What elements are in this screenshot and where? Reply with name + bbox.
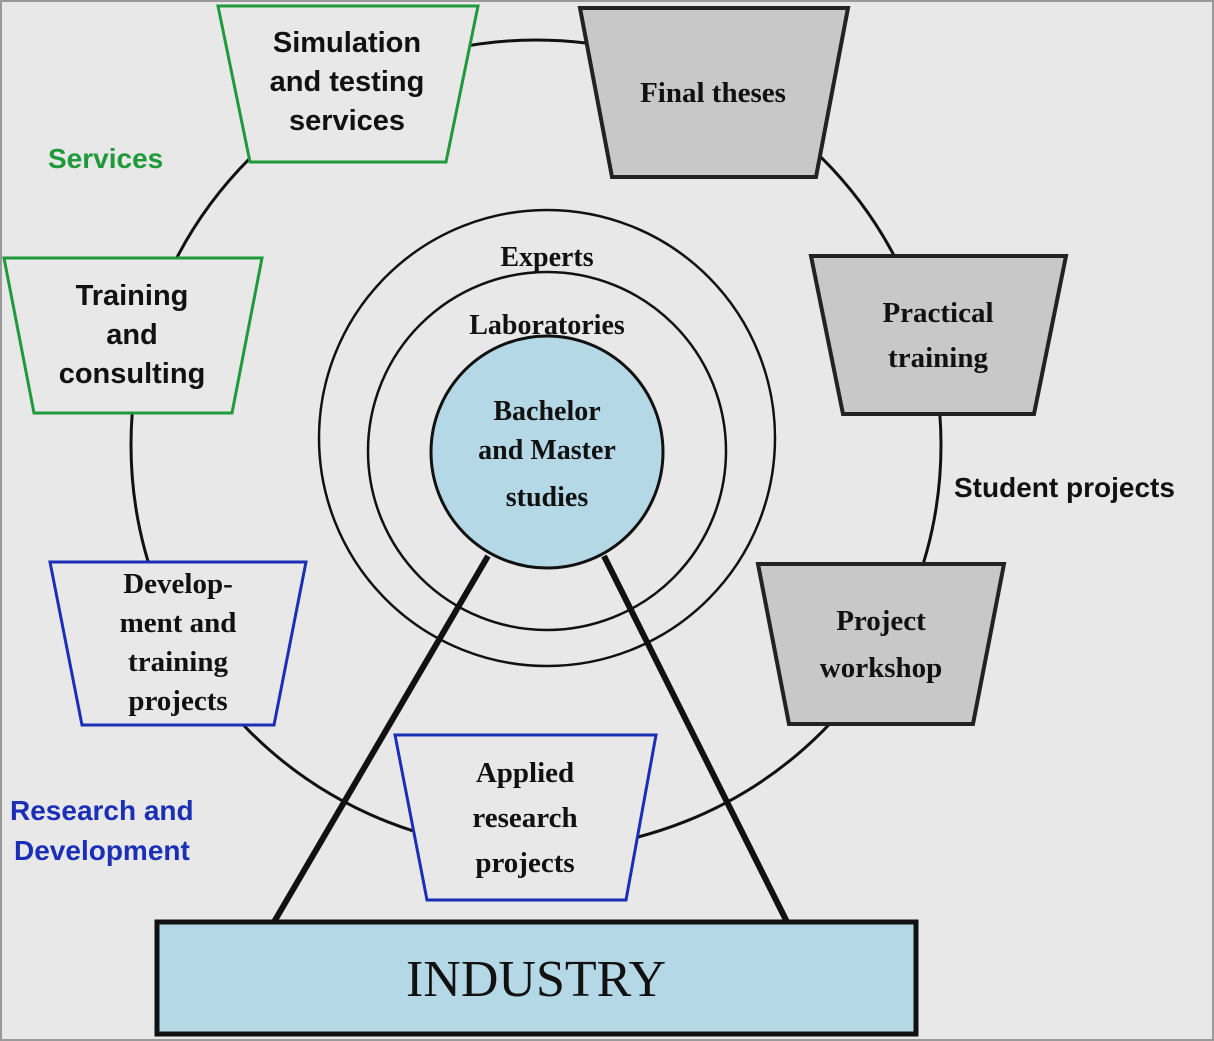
practical-line-1: Practical (882, 297, 993, 329)
industry-box (154, 919, 919, 1037)
applied-research-box (393, 733, 658, 902)
simulation-line-1: Simulation (273, 27, 421, 59)
practical-training-box (808, 254, 1069, 416)
workshop-line-1: Project (836, 605, 926, 637)
practical-line-2: training (888, 342, 988, 374)
center-line-3: studies (506, 482, 589, 513)
final-theses-box (577, 6, 851, 179)
experts-label: Experts (500, 242, 593, 273)
applied-line-3: projects (475, 847, 574, 879)
final-theses-line-1: Final theses (640, 77, 786, 109)
center-circle (429, 334, 665, 570)
training-consulting-box (2, 256, 264, 415)
student-category-label: Student projects (954, 472, 1175, 503)
center-line-1: Bachelor (493, 396, 600, 427)
training-consulting-line-2: and (106, 319, 158, 351)
research-category-label-1: Research and (10, 795, 194, 826)
development-line-1: Develop- (123, 568, 233, 600)
center-line-2: and Master (478, 435, 616, 466)
experts-ring (317, 208, 777, 668)
laboratories-ring (366, 270, 728, 632)
development-line-4: projects (128, 685, 227, 717)
research-category-label-2: Development (14, 835, 190, 866)
applied-line-2: research (472, 802, 577, 834)
simulation-line-2: and testing (270, 66, 425, 98)
training-consulting-line-1: Training (76, 280, 189, 312)
simulation-box (216, 4, 480, 164)
services-category-label: Services (48, 143, 163, 174)
left-support-line (271, 554, 491, 924)
development-line-2: ment and (120, 607, 237, 639)
development-line-3: training (128, 646, 228, 678)
project-workshop-box (755, 562, 1007, 726)
right-support-line (601, 554, 790, 924)
workshop-line-2: workshop (820, 652, 943, 684)
training-consulting-line-3: consulting (59, 358, 206, 390)
applied-line-1: Applied (476, 757, 574, 789)
development-box (48, 560, 308, 727)
simulation-line-3: services (289, 105, 405, 137)
industry-label: INDUSTRY (406, 951, 666, 1008)
